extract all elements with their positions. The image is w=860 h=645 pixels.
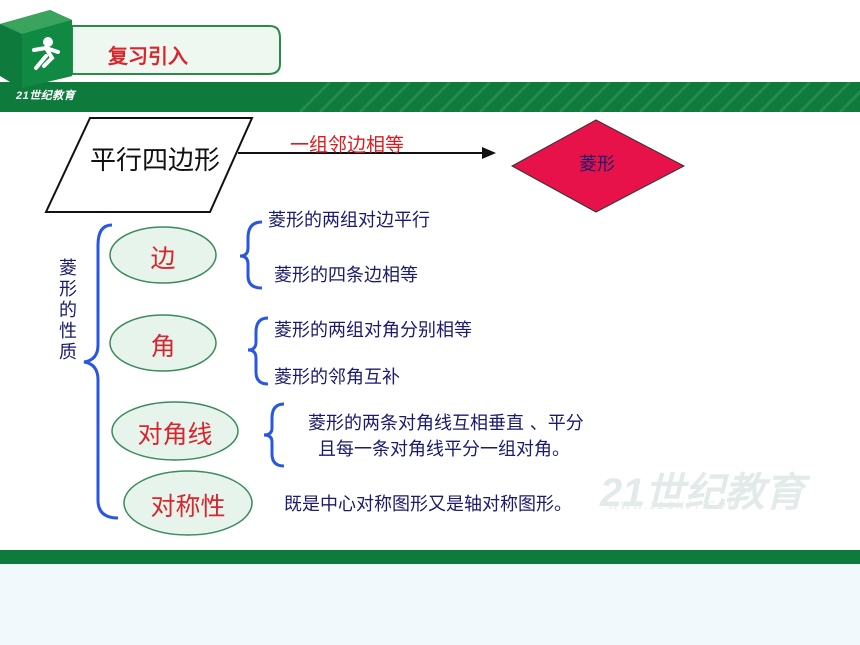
category-symmetry-label: 对称性 [150,492,226,521]
category-angle-label: 角 [150,332,176,361]
group-title-char: 质 [59,342,77,363]
property-text: 既是中心对称图形又是轴对称图形。 [284,494,572,515]
group-title-char: 性 [59,321,77,342]
page-title: 复习引入 [108,46,188,68]
property-text: 菱形的两条对角线互相垂直 、平分 [308,413,584,434]
rhombus-label: 菱形 [579,154,615,175]
title-tab [71,25,281,75]
arrow-condition-label: 一组邻边相等 [290,134,405,156]
brace-diagonal [263,402,285,468]
group-title: 菱 形 的 性 质 [56,258,80,363]
property-text: 菱形的两组对角分别相等 [274,320,472,341]
header-stripes [298,82,860,112]
big-brace [83,223,119,520]
oval-angle [109,314,217,372]
category-edge-label: 边 [150,244,176,273]
brace-edge [239,220,263,290]
property-text: 菱形的邻角互补 [274,367,400,388]
watermark-logo: 21世纪教育 [600,471,805,515]
brace-angle [247,316,269,386]
group-title-char: 形 [59,279,77,300]
group-title-char: 的 [59,300,77,321]
property-text: 菱形的四条边相等 [274,265,418,286]
arrow-head [482,147,496,159]
group-title-char: 菱 [59,258,77,279]
oval-diagonal [111,401,239,461]
watermark-url: WWW.21CNJY.COM [608,500,739,512]
oval-symmetry [123,470,253,536]
logo-runner-icon [0,10,72,88]
property-text: 且每一条对角线平分一组对角。 [318,439,570,460]
property-text: 菱形的两组对边平行 [268,210,430,231]
parallelogram-shape [44,117,254,213]
oval-edge [109,226,217,284]
footer-band [0,550,860,564]
footer-area [0,564,860,645]
category-diagonal-label: 对角线 [137,420,213,449]
rhombus-shape [510,119,686,213]
parallelogram-label: 平行四边形 [89,146,220,176]
brand-logo-text: 21世纪教育 [16,90,76,102]
